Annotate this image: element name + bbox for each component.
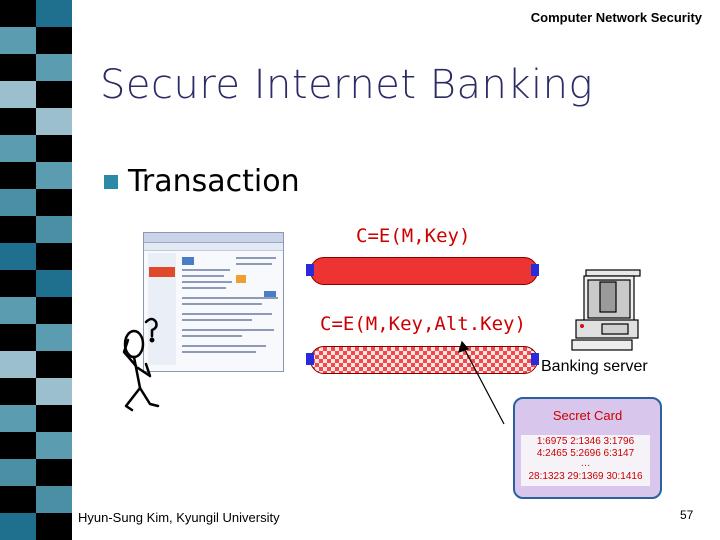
sidebar-tile [0,27,36,54]
sidebar-tile [36,135,72,162]
encrypted-channel-checkered [310,346,538,374]
sidebar-tile [0,243,36,270]
bullet-text: Transaction [128,164,300,199]
sidebar-tile [36,108,72,135]
pipe-cap-right [531,264,539,276]
course-header: Computer Network Security [530,10,702,25]
square-bullet-icon [104,174,118,189]
sidebar-tile [0,432,36,459]
sidebar-tile [36,270,72,297]
secret-card: Secret Card 1:6975 2:1346 3:1796 4:2465 … [513,397,662,499]
sidebar-tile [0,0,36,27]
sidebar-tile [36,486,72,513]
sidebar-tile [36,243,72,270]
sidebar-tile [0,135,36,162]
formula-top: C=E(M,Key) [356,225,471,247]
sidebar-tile [36,189,72,216]
sidebar-tile [36,459,72,486]
sidebar-tile [0,189,36,216]
sidebar-tile [36,351,72,378]
sidebar-decoration [0,0,72,540]
sidebar-tile [0,108,36,135]
sidebar-tile [0,486,36,513]
sidebar-tile [36,405,72,432]
sidebar-tile [0,162,36,189]
code-line: 4:2465 5:2696 6:3147 [536,448,635,459]
computer-server-icon [571,269,641,351]
sidebar-tile [0,270,36,297]
sidebar-tile [0,513,36,540]
sidebar-tile [36,216,72,243]
secret-card-codes: 1:6975 2:1346 3:1796 4:2465 5:2696 6:314… [521,435,650,486]
sidebar-tile [36,27,72,54]
sidebar-tile [0,351,36,378]
code-line: … [580,458,591,469]
formula-bottom: C=E(M,Key,Alt.Key) [320,313,526,335]
sidebar-tile [0,297,36,324]
bullet-item: Transaction [104,164,300,199]
sidebar-tile [36,432,72,459]
server-label: Banking server [541,358,648,375]
secret-card-title: Secret Card [552,408,623,423]
footer-author: Hyun-Sung Kim, Kyungil University [78,510,280,525]
sidebar-tile [0,54,36,81]
sidebar-tile [36,513,72,540]
sidebar-tile [0,216,36,243]
sidebar-tile [36,81,72,108]
sidebar-tile [0,405,36,432]
sidebar-tile [0,378,36,405]
sidebar-tile [0,459,36,486]
browser-window-icon [143,232,284,372]
sidebar-tile [0,324,36,351]
code-line: 1:6975 2:1346 3:1796 [536,436,635,447]
slide-title: Secure Internet Banking [100,62,593,108]
sidebar-tile [36,54,72,81]
sidebar-tile [36,0,72,27]
encrypted-channel-solid [310,257,538,285]
sidebar-tile [0,81,36,108]
page-number: 57 [680,508,694,522]
pipe-cap-left [306,353,314,365]
sidebar-tile [36,324,72,351]
sidebar-tile [36,297,72,324]
sidebar-tile [36,378,72,405]
pipe-cap-left [306,264,314,276]
sidebar-tile [36,162,72,189]
code-line: 28:1323 29:1369 30:1416 [528,471,643,482]
pipe-cap-right [531,353,539,365]
